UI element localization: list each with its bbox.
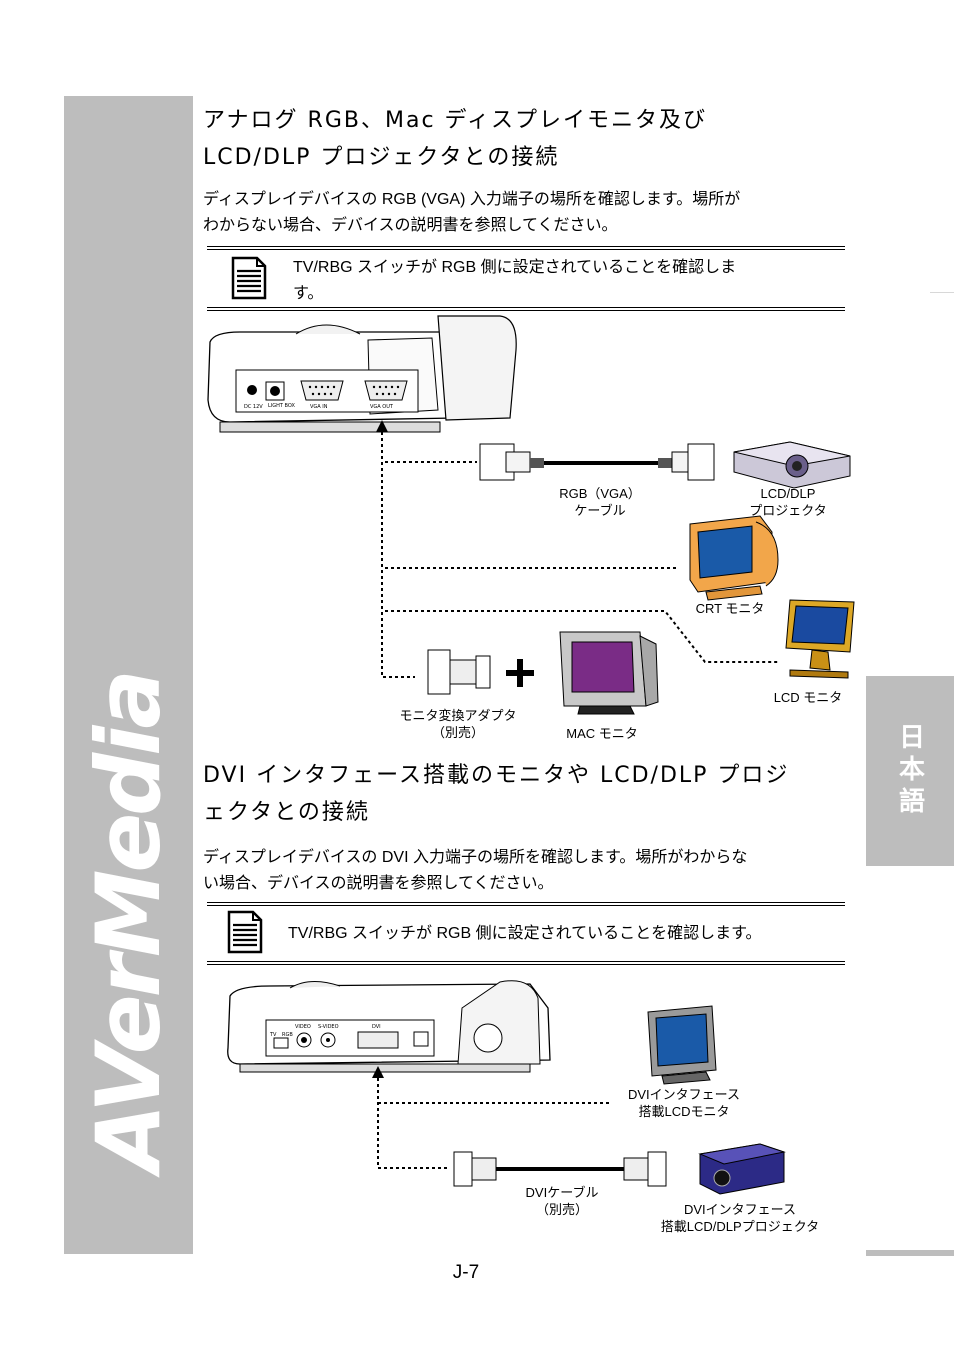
port-label-vgain: VGA IN [310,404,328,410]
note1-bottom-rule [207,307,845,311]
port-label-tv: TV [269,1032,277,1038]
vga-out-port-graphic [364,380,408,401]
port-label-video: VIDEO [295,1024,311,1030]
lcd-monitor-graphic [785,599,855,679]
note2-top-rule [207,902,845,906]
language-tab: 日本語 [866,676,954,866]
port-label-dc: DC 12V [244,404,263,410]
port-label-svideo: S-VIDEO [318,1024,339,1030]
language-tab-label: 日本語 [894,723,925,819]
port-label-dvi: DVI [372,1024,381,1030]
section2-title-line2: ェクタとの接続 [203,800,370,825]
note2-bottom-rule [207,961,845,965]
camera-rear-panel-2: VIDEO S-VIDEO DVI TV RGB [227,980,551,1073]
section1-title-line1: アナログ RGB、Mac ディスプレイモニタ及び [203,108,707,133]
mac-monitor-label: MAC モニタ [566,726,638,741]
crt-monitor-graphic [689,515,779,601]
note2-line1: TV/RBG スイッチが RGB 側に設定されていることを確認します。 [288,925,762,942]
note-icon [227,910,263,954]
dvi-monitor-graphic [647,1005,717,1085]
crt-monitor-label: CRT モニタ [695,601,765,616]
section2-body-line2: い場合、デバイスの説明書を参照してください。 [203,875,554,892]
mac-monitor-graphic [559,631,659,715]
dvi-cable-label-line1: DVIケーブル [525,1185,599,1200]
dvi-cable-graphic [453,1151,667,1187]
vga-connection-diagram: DC 12V LIGHT BOX VGA IN VGA OUT [207,315,855,715]
note1-top-rule [207,246,845,250]
section2-title-line1: DVI インタフェース搭載のモニタや LCD/DLP プロジ [203,763,790,788]
projector-label-line2: プロジェクタ [749,503,827,518]
port-label-vgaout: VGA OUT [370,404,394,410]
dvi-projector-graphic [698,1143,786,1195]
section2-body-line1: ディスプレイデバイスの DVI 入力端子の場所を確認します。場所がわからな [203,849,748,866]
lcd-monitor-label: LCD モニタ [773,690,843,705]
note1-line2: す。 [293,285,324,302]
vga-cable-graphic [479,443,715,481]
mac-adapter-graphic [427,649,491,695]
dvi-projector-label-line1: DVIインタフェース [683,1202,797,1217]
dvi-connection-diagram: VIDEO S-VIDEO DVI TV RGB [227,980,786,1195]
vga-in-port-graphic [300,380,344,401]
adapter-label-line1: モニタ変換アダプタ [399,708,517,723]
adapter-label-line2: （別売） [431,725,484,740]
port-label-rgb: RGB [282,1032,293,1038]
camera-rear-panel-1: DC 12V LIGHT BOX VGA IN VGA OUT [207,315,517,433]
edge-marker-bottom [866,1250,954,1256]
port-label-lightbox: LIGHT BOX [268,403,295,409]
dvi-monitor-label-line2: 搭載LCDモニタ [638,1104,730,1119]
left-sidebar-band [64,96,193,1254]
dvi-cable-label-line2: （別売） [535,1202,588,1217]
page-number: J-7 [452,1262,480,1283]
dvi-projector-label-line2: 搭載LCD/DLPプロジェクタ [660,1219,820,1234]
vga-cable-label-line1: RGB（VGA） [559,486,641,501]
section1-title-line2: LCD/DLP プロジェクタとの接続 [203,145,560,170]
note-icon [231,256,267,300]
projector-graphic [733,441,851,489]
dvi-monitor-label-line1: DVIインタフェース [627,1087,741,1102]
section1-body-line2: わからない場合、デバイスの説明書を参照してください。 [203,217,618,234]
section1-body-line1: ディスプレイデバイスの RGB (VGA) 入力端子の場所を確認します。場所が [203,191,741,208]
projector-label-line1: LCD/DLP [760,486,816,501]
edge-marker [930,292,954,293]
vga-cable-label-line2: ケーブル [574,503,626,518]
note1-line1: TV/RBG スイッチが RGB 側に設定されていることを確認しま [293,259,737,276]
plus-sign-icon [506,659,534,687]
avermedia-logo: AVerMedia [77,672,180,1172]
